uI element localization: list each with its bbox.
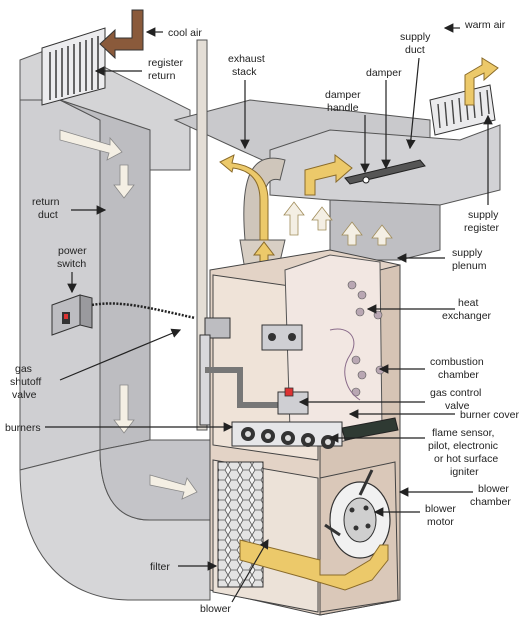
- label-register-return-2: return: [148, 70, 176, 82]
- label-burners: burners: [5, 422, 41, 434]
- blower-airflow-arrow: [239, 539, 389, 591]
- gas-control-assembly: [199, 317, 309, 426]
- warm-air-arrow: [464, 57, 499, 106]
- label-warm-air: warm air: [464, 19, 506, 31]
- label-supply-register-2: register: [464, 222, 500, 234]
- label-damper: damper: [366, 67, 402, 79]
- supply-register: [429, 84, 496, 136]
- plenum-airflow-arrows: [283, 201, 393, 246]
- power-switch: [51, 294, 196, 336]
- label-cool-air: cool air: [168, 27, 202, 39]
- label-return-duct-2: duct: [38, 209, 58, 221]
- label-damper-handle-2: handle: [327, 102, 359, 114]
- label-supply-duct-2: duct: [405, 44, 425, 56]
- label-gas-control-valve-2: valve: [445, 400, 470, 412]
- label-heat-exchanger-2: exchanger: [442, 310, 492, 322]
- label-flame-sensor-1: flame sensor,: [432, 427, 494, 439]
- label-register-return: register: [148, 57, 184, 69]
- blower-chamber: [319, 461, 399, 613]
- label-burner-cover: burner cover: [460, 409, 519, 421]
- label-blower-chamber-2: chamber: [470, 496, 511, 508]
- label-gas-shutoff-3: valve: [12, 389, 37, 401]
- supply-flow-arrow: [304, 153, 353, 196]
- label-supply-register: supply: [468, 209, 499, 221]
- return-duct: [19, 44, 211, 601]
- labels: cool air register return exhaust stack s…: [5, 19, 519, 615]
- filter: [217, 461, 264, 588]
- label-power-switch: power: [58, 245, 87, 257]
- burner-cover: [341, 417, 399, 441]
- return-airflow-arrows: [59, 129, 198, 500]
- label-damper-handle: damper: [325, 89, 361, 101]
- label-filter: filter: [150, 561, 170, 573]
- label-return-duct: return: [32, 196, 60, 208]
- label-power-switch-2: switch: [57, 258, 86, 270]
- label-flame-sensor-2: pilot, electronic: [428, 440, 498, 452]
- register-return-grille: [41, 27, 106, 106]
- label-combustion-chamber-2: chamber: [438, 369, 479, 381]
- label-combustion-chamber: combustion: [430, 356, 484, 368]
- label-blower: blower: [200, 603, 231, 615]
- label-heat-exchanger: heat: [458, 297, 479, 309]
- label-exhaust-stack-2: stack: [232, 66, 257, 78]
- leader-lines: [45, 23, 493, 603]
- label-flame-sensor-3: or hot surface: [434, 453, 498, 465]
- label-supply-plenum-2: plenum: [452, 260, 487, 272]
- damper: [344, 159, 426, 185]
- burners: [231, 421, 343, 449]
- label-flame-sensor-4: igniter: [450, 466, 479, 478]
- label-gas-shutoff: gas: [15, 363, 32, 375]
- label-supply-duct: supply: [400, 31, 431, 43]
- label-blower-motor-2: motor: [427, 516, 454, 528]
- label-blower-chamber: blower: [478, 483, 509, 495]
- label-supply-plenum: supply: [452, 247, 483, 259]
- exhaust-stack: [196, 39, 286, 431]
- cool-air-arrow: [99, 9, 144, 60]
- label-gas-control-valve: gas control: [430, 387, 481, 399]
- label-blower-motor: blower: [425, 503, 456, 515]
- label-exhaust-stack: exhaust: [228, 53, 265, 65]
- label-gas-shutoff-2: shutoff: [10, 376, 41, 388]
